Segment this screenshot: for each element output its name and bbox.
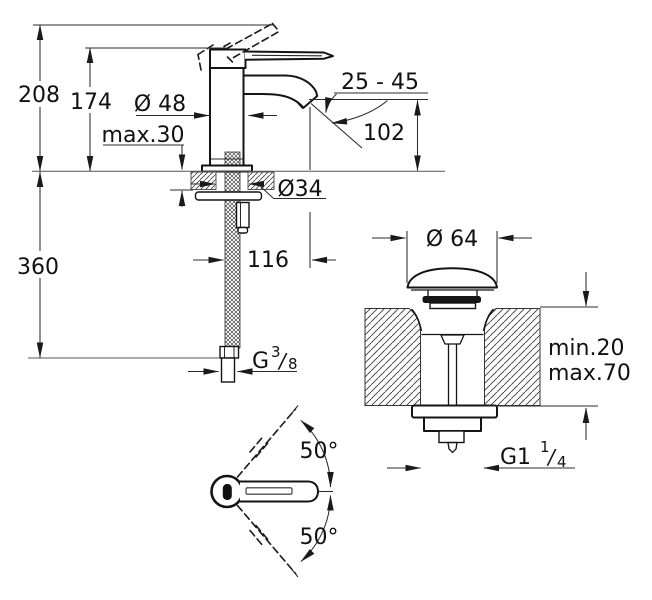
svg-text:4: 4 <box>557 453 567 471</box>
faucet-front-view <box>32 22 445 383</box>
handle-top-lever <box>240 480 319 503</box>
waste-seat <box>429 302 477 310</box>
stream-line <box>310 103 363 149</box>
svg-text:1: 1 <box>540 438 550 456</box>
dim-swivel-lower-label: 50° <box>300 525 339 550</box>
counter-section-left <box>190 171 217 190</box>
handle-top-view: 50° 50° <box>210 405 339 578</box>
svg-text:3: 3 <box>271 343 281 361</box>
waste-pin <box>447 441 458 454</box>
waste-thread-body <box>423 416 482 432</box>
dim-spout-reach-label: 116 <box>247 248 289 273</box>
handle-top-slot <box>222 484 232 500</box>
thread-tailpiece <box>220 357 236 383</box>
handle-head <box>209 48 247 69</box>
supply-hose <box>224 151 241 349</box>
dim-body-height-label: 174 <box>70 90 112 115</box>
dim-deck-min-label: min.20 <box>548 336 624 361</box>
popup-waste-section-view: Ø 64 min.20 max.70 G1 1 / 4 <box>364 227 631 472</box>
svg-text:/: / <box>277 349 288 373</box>
waste-flange <box>411 404 498 419</box>
svg-text:/: / <box>546 445 557 469</box>
handle-swivel-range <box>236 405 299 578</box>
dim-supply-thread-label: G 3 / 8 <box>252 343 298 374</box>
svg-text:8: 8 <box>288 355 298 373</box>
svg-text:G1: G1 <box>500 445 531 470</box>
spout <box>242 74 319 109</box>
handle-raised-dashed <box>197 22 280 71</box>
waste-cap <box>406 267 498 289</box>
basin-section-right <box>484 308 541 406</box>
dim-deck-max-label: max.30 <box>102 123 185 148</box>
dim-body-diameter-label: Ø 48 <box>134 92 186 117</box>
dim-hole-diameter-label: Ø34 <box>277 177 322 202</box>
base-plate <box>201 164 253 173</box>
svg-text:G: G <box>252 349 269 374</box>
basin-section-left <box>364 308 421 406</box>
aerator <box>296 101 304 110</box>
waste-neck <box>439 334 466 345</box>
dim-aerator-range-label: 25 - 45 <box>341 70 419 95</box>
dim-waste-thread-label: G1 1 / 4 <box>500 438 567 471</box>
front-view-dimensions: 208 174 Ø 48 max.30 Ø34 25 - 45 102 1 <box>15 24 428 375</box>
dim-deck-max2-label: max.70 <box>548 361 631 386</box>
swivel-arrow <box>331 100 388 125</box>
waste-seal-ring <box>422 296 481 303</box>
mounting-rod <box>235 201 250 229</box>
mounting-washer <box>194 191 263 201</box>
dim-overall-height-label: 208 <box>18 83 60 108</box>
hose-fitting <box>219 345 240 359</box>
dim-cap-diameter-label: Ø 64 <box>426 227 478 252</box>
dim-hose-length-label: 360 <box>17 255 59 280</box>
dim-swivel-upper-label: 50° <box>300 439 339 464</box>
dim-spout-height-label: 102 <box>363 121 405 146</box>
angle-arc-upper <box>300 420 334 488</box>
angle-arc-lower <box>300 494 334 562</box>
